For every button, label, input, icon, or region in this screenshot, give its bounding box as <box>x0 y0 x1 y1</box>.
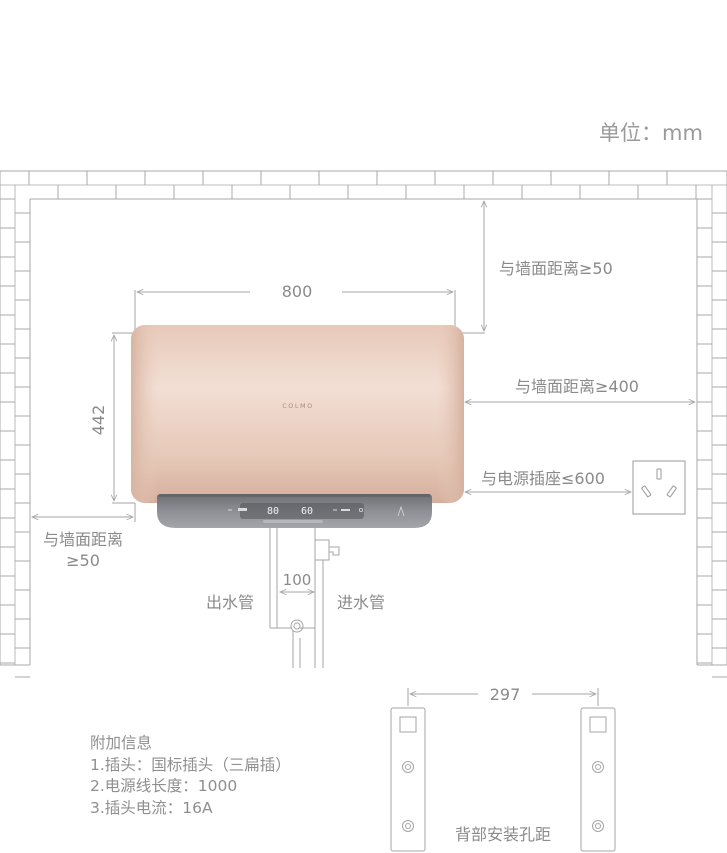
mounting-label: 背部安装孔距 <box>455 825 551 844</box>
height-label: 442 <box>89 405 108 436</box>
hole-spacing-label: 297 <box>490 685 521 704</box>
left-clearance-dimension <box>32 503 136 522</box>
left-clearance-label-1: 与墙面距离 <box>43 530 123 549</box>
top-clearance-label: 与墙面距离≥50 <box>499 259 613 278</box>
hole-spacing-dimension <box>407 688 599 706</box>
width-label: 800 <box>282 282 313 301</box>
mounting-bracket-right <box>580 707 616 852</box>
info-item-plug: 1.插头：国标插头（三扁插） <box>90 755 291 774</box>
top-clearance-dimension <box>455 201 485 334</box>
wall-frame <box>0 170 727 678</box>
inlet-pipe-label: 进水管 <box>337 593 385 612</box>
info-item-cord-length: 2.电源线长度：1000 <box>90 777 238 795</box>
control-panel: 80 60 <box>157 494 432 528</box>
display-temp-left: 80 <box>267 506 279 517</box>
info-item-plug-current: 3.插头电流：16A <box>90 798 213 817</box>
mounting-bracket-left <box>390 707 426 852</box>
pipes <box>269 528 340 668</box>
additional-info-title: 附加信息 <box>90 734 153 752</box>
left-clearance-label-2: ≥50 <box>66 551 100 570</box>
outlet-pipe-label: 出水管 <box>206 593 254 612</box>
height-dimension <box>112 332 135 504</box>
water-heater: COLMO <box>131 325 464 503</box>
additional-info: 附加信息 1.插头：国标插头（三扁插） 2.电源线长度：1000 3.插头电流：… <box>90 733 291 819</box>
right-clearance-label: 与墙面距离≥400 <box>515 377 639 396</box>
power-socket-icon <box>632 460 686 515</box>
width-dimension <box>134 290 456 333</box>
outlet-clearance-label: 与电源插座≤600 <box>481 469 605 488</box>
unit-label: 单位：mm <box>599 121 703 145</box>
display-temp-right: 60 <box>301 506 313 517</box>
pipe-spacing-label: 100 <box>283 571 312 589</box>
brand-logo: COLMO <box>282 402 314 410</box>
